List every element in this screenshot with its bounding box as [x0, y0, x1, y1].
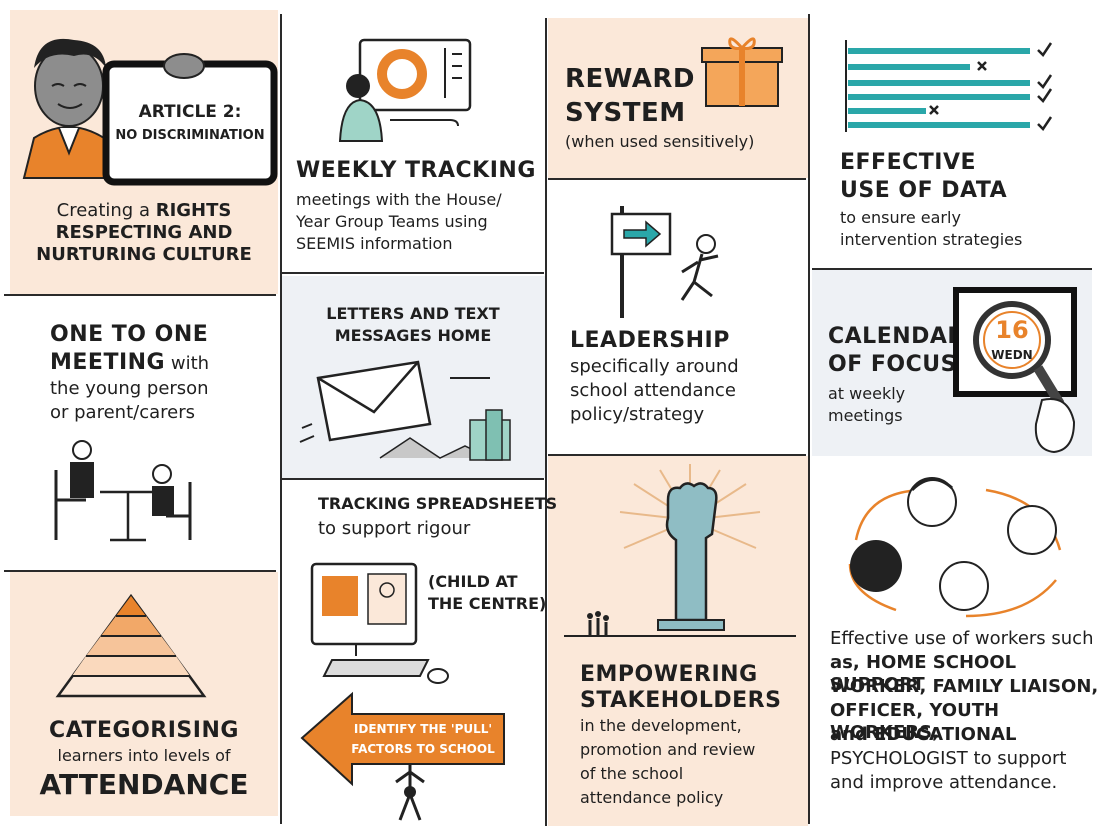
divider	[4, 570, 276, 572]
workers-line4: OFFICER, YOUTH WORKERS,	[830, 700, 1000, 743]
workers-line6: PSYCHOLOGIST to support	[830, 748, 1067, 769]
article-caption: Creating a RIGHTS RESPECTING AND NURTURI…	[36, 200, 252, 265]
divider	[280, 14, 282, 824]
magnifier-calendar-icon	[953, 287, 1077, 454]
leadership-line1: specifically around	[570, 356, 739, 377]
data-line2: intervention strategies	[840, 230, 1023, 249]
empowering-line4: attendance policy	[580, 788, 724, 807]
categorising-title: CATEGORISING	[49, 718, 239, 743]
letters-title1: LETTERS AND TEXT	[326, 304, 500, 323]
sign-line2: NO DISCRIMINATION	[115, 128, 265, 143]
workers-line3: WORKER, FAMILY LIAISON,	[830, 676, 1099, 697]
divider	[808, 14, 810, 824]
meeting-table-icon	[54, 440, 192, 542]
empowering-line1: in the development,	[580, 716, 742, 735]
calendar-line1: at weekly	[828, 384, 906, 403]
one-title2: MEETING with	[50, 350, 210, 375]
divider	[282, 272, 544, 274]
workers-line2: as, HOME SCHOOL SUPPORT	[830, 652, 1017, 695]
weekly-title: WEEKLY TRACKING	[296, 158, 536, 183]
one-line1: the young person	[50, 378, 209, 399]
empowering-title1: EMPOWERING	[580, 662, 758, 687]
reward-title2: SYSTEM	[565, 98, 686, 128]
divider	[548, 454, 806, 456]
tracking-note2: THE CENTRE)	[428, 594, 547, 613]
calendar-title2: OF FOCUS	[828, 352, 957, 377]
leadership-title: LEADERSHIP	[570, 328, 730, 353]
people-circle-icon	[848, 477, 1062, 618]
empowering-line3: of the school	[580, 764, 684, 783]
data-checklist-icon	[845, 40, 1053, 132]
workers-line5: and EDUCATIONAL	[830, 724, 1017, 745]
divider	[812, 268, 1092, 270]
divider	[4, 294, 276, 296]
data-title1: EFFECTIVE	[840, 150, 977, 175]
sign-line1: ARTICLE 2:	[138, 102, 242, 122]
calendar-day-label: WEDN	[991, 348, 1033, 362]
arrow-sign-icon	[300, 691, 505, 821]
weekly-line2: Year Group Teams using	[296, 212, 488, 231]
tracking-note1: (CHILD AT	[428, 572, 518, 591]
data-line1: to ensure early	[840, 208, 961, 227]
weekly-line1: meetings with the House/	[296, 190, 502, 209]
raised-fist-icon	[564, 464, 796, 637]
leadership-line3: policy/strategy	[570, 404, 705, 425]
child-holding-sign-illustration	[22, 38, 278, 186]
computer-spreadsheet-icon	[310, 562, 449, 684]
empowering-title2: STAKEHOLDERS	[580, 688, 782, 713]
reward-title1: REWARD	[565, 64, 696, 94]
workers-line1: Effective use of workers such	[830, 628, 1094, 649]
tracking-arrow1: IDENTIFY THE 'PULL'	[353, 722, 493, 736]
categorising-line1: learners into levels of	[57, 746, 231, 765]
one-line2: or parent/carers	[50, 402, 195, 423]
one-title1: ONE TO ONE	[50, 322, 209, 347]
signpost-runner-icon	[610, 206, 719, 318]
reward-subtitle: (when used sensitively)	[565, 132, 755, 151]
envelope-icon	[299, 360, 511, 461]
workers-line7: and improve attendance.	[830, 772, 1058, 793]
computer-user-icon	[338, 38, 472, 142]
pyramid-icon	[55, 593, 207, 698]
weekly-line3: SEEMIS information	[296, 234, 453, 253]
divider	[282, 478, 544, 480]
divider	[545, 18, 547, 826]
tracking-title1: TRACKING SPREADSHEETS	[318, 494, 558, 513]
categorising-big: ATTENDANCE	[39, 768, 249, 801]
divider	[548, 178, 806, 180]
leadership-line2: school attendance	[570, 380, 736, 401]
calendar-title1: CALENDAR	[828, 324, 965, 349]
empowering-line2: promotion and review	[580, 740, 756, 759]
data-title2: USE OF DATA	[840, 178, 1008, 203]
tracking-title2: to support rigour	[318, 518, 471, 539]
gift-box-icon	[701, 37, 783, 107]
tracking-arrow2: FACTORS TO SCHOOL	[351, 742, 495, 756]
calendar-line2: meetings	[828, 406, 903, 425]
letters-title2: MESSAGES HOME	[334, 326, 492, 345]
calendar-day-number: 16	[995, 316, 1029, 344]
